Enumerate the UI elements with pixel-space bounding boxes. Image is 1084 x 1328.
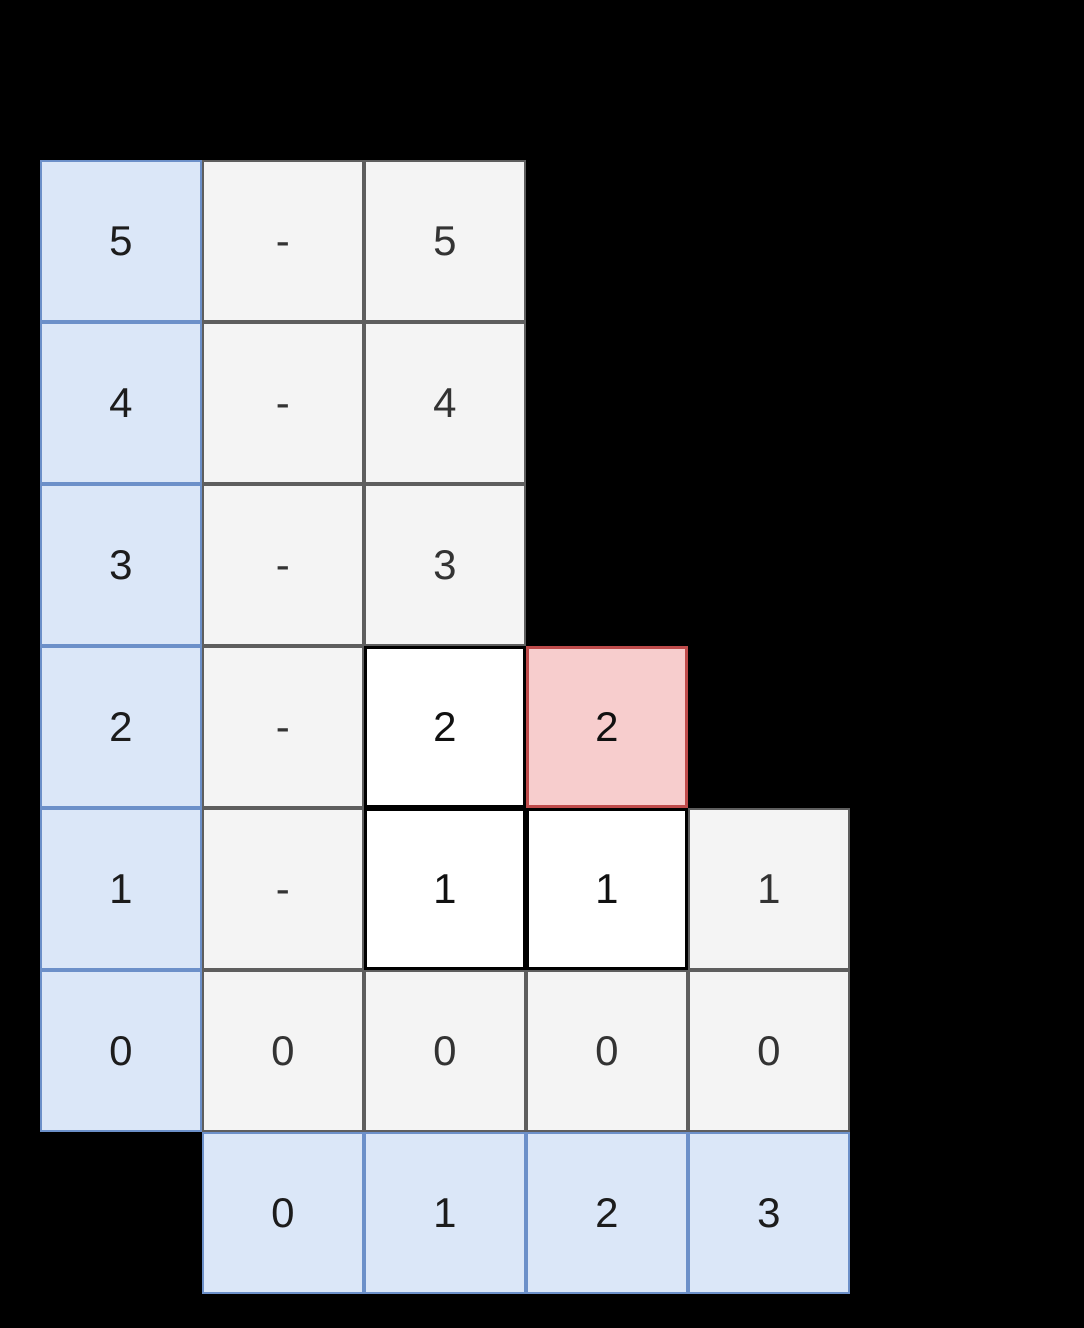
table-cell[interactable]: 0	[202, 970, 364, 1132]
table-cell[interactable]: 3	[364, 484, 526, 646]
path-cell[interactable]: 1	[364, 808, 526, 970]
current-cell[interactable]: 2	[526, 646, 688, 808]
table-cell[interactable]: 5	[364, 160, 526, 322]
table-cell[interactable]: -	[202, 646, 364, 808]
column-header-cell: 3	[688, 1132, 850, 1294]
row-header-cell: 4	[40, 322, 202, 484]
table-cell[interactable]: 0	[364, 970, 526, 1132]
column-header-cell: 2	[526, 1132, 688, 1294]
column-header-cell: 1	[364, 1132, 526, 1294]
table-cell[interactable]: -	[202, 322, 364, 484]
row-header-cell: 5	[40, 160, 202, 322]
row-header-cell: 3	[40, 484, 202, 646]
table-cell[interactable]: -	[202, 808, 364, 970]
table-cell[interactable]: 0	[526, 970, 688, 1132]
row-header-cell: 2	[40, 646, 202, 808]
path-cell[interactable]: 2	[364, 646, 526, 808]
table-cell[interactable]: -	[202, 484, 364, 646]
path-cell[interactable]: 1	[526, 808, 688, 970]
table-cell[interactable]: 4	[364, 322, 526, 484]
table-cell[interactable]: 1	[688, 808, 850, 970]
row-header-cell: 1	[40, 808, 202, 970]
table-cell[interactable]: 0	[688, 970, 850, 1132]
row-header-cell: 0	[40, 970, 202, 1132]
column-header-cell: 0	[202, 1132, 364, 1294]
table-cell[interactable]: -	[202, 160, 364, 322]
